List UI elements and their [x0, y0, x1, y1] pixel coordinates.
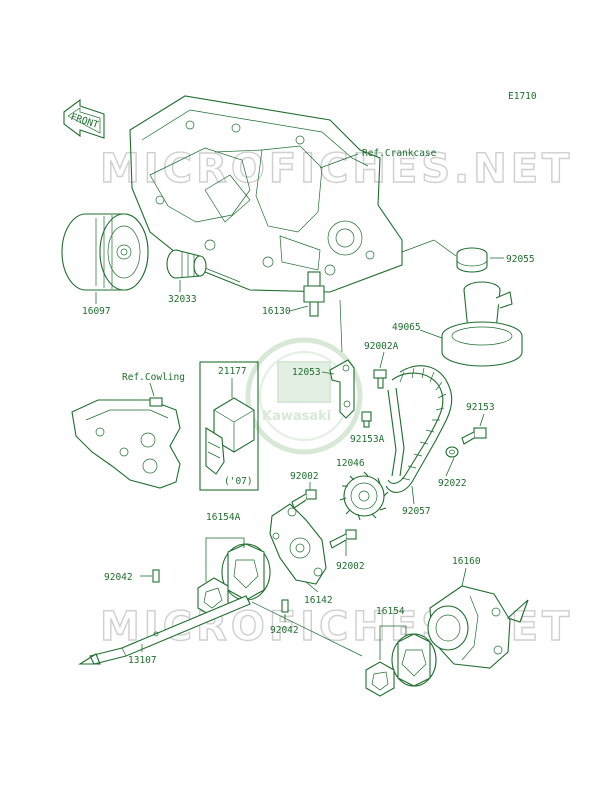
part-16142: 16142: [304, 595, 333, 606]
part-49065: 49065: [392, 322, 421, 333]
part-16154: 16154: [376, 606, 405, 617]
bolt-92002-upper: [291, 489, 317, 509]
part-12053: 12053: [292, 367, 321, 378]
part-92002-lower: 92002: [336, 561, 365, 572]
leader-92022: [445, 457, 455, 477]
oil-pressure-switch: [303, 271, 325, 317]
part-92042-left: 92042: [104, 572, 133, 583]
part-92153A: 92153A: [350, 434, 385, 445]
leader-92153: [479, 413, 485, 427]
inner-rotor-16154: [365, 661, 395, 697]
leader-49065: [419, 329, 443, 339]
part-92002-upper: 92002: [290, 471, 319, 482]
bolt-92002A: [373, 369, 387, 389]
bolt-92002-lower: [329, 529, 357, 549]
part-13107: 13107: [128, 655, 157, 666]
oil-strainer: [441, 281, 523, 367]
bolt-92153A: [361, 411, 372, 428]
diagram-id: E1710: [508, 91, 537, 102]
pin-92042-mid: [281, 599, 289, 613]
year-note: ('07): [224, 476, 253, 487]
drive-chain: [385, 365, 453, 493]
cowling-bracket: [71, 397, 181, 489]
part-21177: 21177: [218, 366, 247, 377]
ref-cowling-label: Ref.Cowling: [122, 372, 185, 383]
part-92002A: 92002A: [364, 341, 399, 352]
part-32033: 32033: [168, 294, 197, 305]
part-16160: 16160: [452, 556, 481, 567]
watermark-logo: Kawasaki: [245, 337, 363, 455]
ref-crankcase-label: Ref.Crankcase: [362, 148, 437, 159]
part-92153: 92153: [466, 402, 495, 413]
part-16130: 16130: [262, 306, 291, 317]
oil-pipe-fitting: [456, 247, 488, 273]
leader-16154: [379, 625, 407, 660]
part-16097: 16097: [82, 306, 111, 317]
part-92042-mid: 92042: [270, 625, 299, 636]
leader-16130: [289, 305, 309, 312]
assembly-line-b: [251, 601, 363, 657]
assembly-line-a: [339, 299, 343, 353]
pump-shaft: [78, 595, 251, 665]
crankcase: [129, 95, 403, 293]
leader-16160: [461, 567, 467, 587]
leader-92002A: [379, 351, 385, 369]
pump-body: [427, 585, 529, 669]
watermark-text-top: MICROFICHES.NET: [100, 146, 573, 192]
washer-92022: [445, 446, 459, 458]
part-92057: 92057: [402, 506, 431, 517]
sprocket: [339, 471, 389, 521]
outer-rotor-16154A: [221, 543, 271, 601]
watermark-logo-text: Kawasaki: [262, 409, 331, 424]
part-16154A: 16154A: [206, 512, 241, 523]
part-92055: 92055: [506, 254, 535, 265]
sensor-box-frame: [199, 361, 259, 491]
chain-guide-12053: [329, 359, 355, 419]
sensor-box: [199, 361, 259, 491]
leader-ref-crankcase: [319, 153, 359, 169]
leader-92057: [411, 485, 415, 505]
part-12046: 12046: [336, 458, 365, 469]
leader-16142: [305, 581, 319, 593]
leader-ref-cowling: [149, 382, 155, 397]
watermark: MICROFICHES.NET MICROFICHES.NET Kawasaki: [99, 145, 573, 650]
outer-rotor-16154: [391, 633, 437, 687]
front-arrow: FRONT: [63, 98, 105, 139]
nipple-pipe: [166, 249, 207, 279]
assembly-line-92055: [401, 239, 457, 257]
bolt-92153: [461, 427, 487, 445]
pin-92042-left: [152, 569, 160, 583]
leader-16154A: [205, 537, 245, 582]
leader-12053: [321, 371, 335, 375]
part-92022: 92022: [438, 478, 467, 489]
pump-cover: [269, 503, 327, 585]
oil-filter: [61, 213, 149, 291]
